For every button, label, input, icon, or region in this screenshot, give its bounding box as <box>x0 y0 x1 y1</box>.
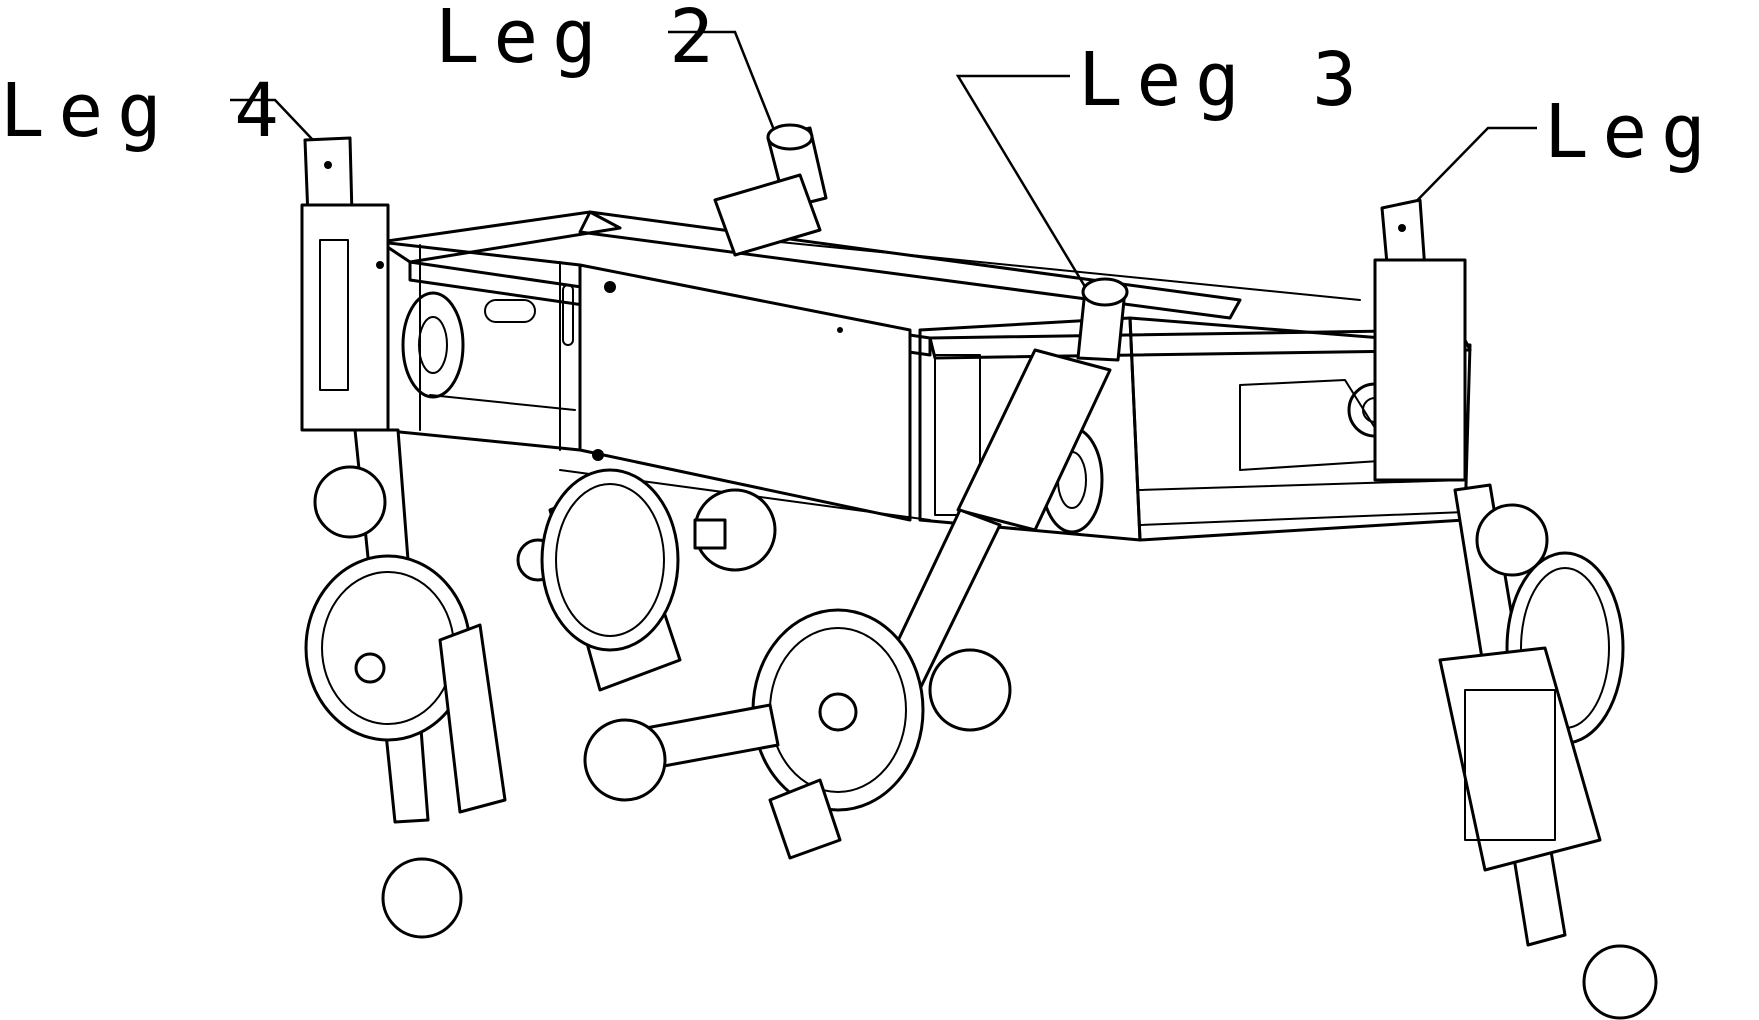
frame-slot <box>562 284 574 346</box>
leg-1-knee-sphere <box>1475 503 1549 577</box>
leg-4-assembly <box>300 136 507 939</box>
leg-3-hip-bracket <box>956 348 1112 532</box>
frame-rail-back-left <box>378 210 622 264</box>
frame-bottom-rail-2 <box>1139 511 1466 526</box>
frame-rail-top-long <box>578 210 1242 320</box>
leg-2-foot-joint <box>693 518 727 550</box>
label-leg-1: Leg 1 <box>1399 89 1759 219</box>
leg-4-bolt <box>376 261 384 269</box>
label-leg-3: Leg 3 <box>955 37 1371 296</box>
leg-3-shaft-cap <box>1081 277 1129 307</box>
frame-bottom-rail <box>1139 479 1466 491</box>
leader-leg-1 <box>1399 126 1537 219</box>
leg-3-assembly <box>583 277 1129 860</box>
leg-1-motor-box <box>1438 646 1602 872</box>
motor-pulley-left-inner <box>418 316 448 374</box>
leg-3-foot-sphere <box>583 718 667 802</box>
leader-leg-2 <box>668 30 780 141</box>
leg-1-assembly <box>1373 198 1658 1020</box>
frame-inner-rail <box>759 239 1361 301</box>
frame-bolt <box>837 327 843 333</box>
leg-4-motor-box <box>438 623 507 814</box>
leg-2-assembly <box>516 123 828 692</box>
leg-4-hip-bracket <box>300 203 390 432</box>
leg-2-gear-wheel <box>540 468 680 652</box>
frame-slot <box>484 299 536 323</box>
label-leg-1-text: Leg 1 <box>1544 89 1759 175</box>
leg-4-pin <box>324 161 332 169</box>
leg-1-box-slot <box>1464 689 1556 841</box>
leg-4-foot-sphere <box>381 857 463 939</box>
leg-1-foot-sphere <box>1582 944 1658 1020</box>
label-leg-4: Leg 4 <box>0 68 331 159</box>
body-frame <box>378 210 1472 542</box>
leg-3-knee-sphere <box>928 648 1012 732</box>
label-leg-4-text: Leg 4 <box>0 68 293 154</box>
leg-2-gear-inner <box>555 483 665 637</box>
leg-3-gear-wheel <box>751 608 925 812</box>
leg-2-shaft-cap <box>766 123 814 151</box>
label-leg-2-text: Leg 2 <box>435 0 728 80</box>
label-leg-2: Leg 2 <box>435 0 780 141</box>
leg-3-motor-box <box>768 778 842 860</box>
leg-4-knee-sphere <box>313 465 387 539</box>
leg-3-gear-hub <box>818 692 858 732</box>
leader-leg-3 <box>955 74 1092 296</box>
leg-4-gear-hub <box>354 652 386 684</box>
frame-bolt <box>592 449 604 461</box>
leg-2-hip-collar <box>713 173 822 257</box>
label-leg-3-text: Leg 3 <box>1078 37 1371 123</box>
leg-1-hip-bracket <box>1373 258 1467 482</box>
leg-1-pin <box>1398 224 1406 232</box>
leg-4-bracket-slot <box>319 239 349 391</box>
frame-bolt <box>604 281 616 293</box>
frame-strut <box>429 394 576 411</box>
motor-pulley-left <box>401 291 465 399</box>
frame-side-cutout <box>1239 379 1396 471</box>
